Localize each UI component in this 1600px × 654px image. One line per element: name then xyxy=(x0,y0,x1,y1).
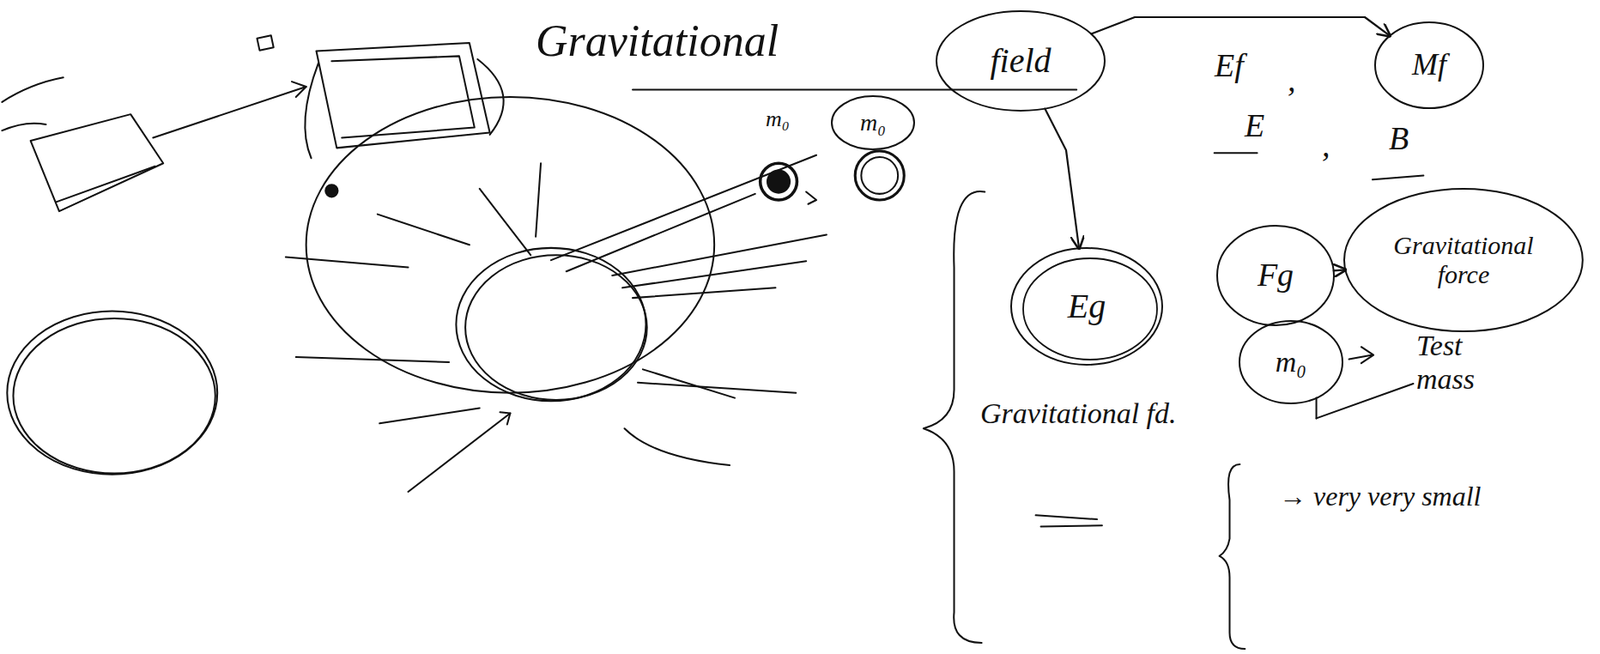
planet xyxy=(455,248,646,401)
concept-circle: Fg xyxy=(1215,224,1336,328)
arrow-connector xyxy=(1333,269,1346,271)
node-text: m₀ xyxy=(1275,345,1307,379)
underline xyxy=(1036,515,1097,520)
field-line xyxy=(377,214,470,246)
concept-circle: Gravitational force xyxy=(1342,187,1585,334)
annotation: Ef xyxy=(1214,47,1244,85)
annotation: B xyxy=(1388,120,1409,158)
circle-stroke xyxy=(1217,225,1334,326)
node-body: Gravitational force xyxy=(1381,230,1546,291)
test-mass-dot xyxy=(767,170,790,194)
pointer-head xyxy=(291,81,307,97)
circle-stroke xyxy=(1239,321,1343,404)
field-line xyxy=(632,287,776,298)
book-edge xyxy=(331,55,474,138)
node-text: Mf xyxy=(1412,47,1447,83)
circle-stroke xyxy=(831,96,915,150)
field-line xyxy=(479,188,531,255)
node-text: Fg xyxy=(1257,256,1294,295)
dot xyxy=(325,184,338,197)
earth-circle xyxy=(6,311,218,475)
field-line xyxy=(408,412,511,492)
field-line xyxy=(551,155,817,261)
field-line xyxy=(612,234,827,276)
underline xyxy=(1041,525,1103,527)
field-line xyxy=(566,193,756,272)
annotation: m₀ xyxy=(765,106,790,133)
circle-stroke xyxy=(1011,248,1163,365)
field-line xyxy=(379,408,480,425)
test-mass-dot xyxy=(760,163,798,200)
concept-circle: Eg xyxy=(1009,246,1164,367)
field-region xyxy=(306,96,716,394)
arrow-tick xyxy=(806,191,817,204)
underline xyxy=(1214,151,1258,154)
title-underline xyxy=(632,89,1077,91)
field-line xyxy=(642,369,735,398)
node-body: Fg xyxy=(1257,256,1294,295)
planet-rim xyxy=(465,254,648,400)
circle-stroke xyxy=(1023,258,1158,360)
small-square xyxy=(256,35,273,50)
book-curl xyxy=(304,63,319,159)
circle-stroke xyxy=(936,11,1105,111)
test-mass-ring xyxy=(860,157,898,194)
annotation: Gravitational fd. xyxy=(980,396,1178,431)
circle-stroke xyxy=(1344,188,1583,332)
node-text: field xyxy=(989,41,1051,81)
annotation: Test mass xyxy=(1416,328,1520,396)
node-body: m₀ xyxy=(1275,345,1307,379)
sketch-group xyxy=(1,35,1424,649)
field-line xyxy=(535,163,541,237)
circle-stroke xyxy=(1375,22,1484,109)
arrow-connector xyxy=(1090,17,1390,37)
diagram-title: Gravitational xyxy=(535,15,779,67)
field-line xyxy=(285,257,409,268)
node-text: Eg xyxy=(1067,286,1106,327)
sketch-stroke xyxy=(1,77,63,103)
curly-bracket xyxy=(923,191,985,643)
field-arrow-head xyxy=(500,412,511,425)
concept-circle: field xyxy=(934,9,1107,113)
concept-circle: m₀ xyxy=(830,94,916,152)
annotation: → very very small xyxy=(1278,480,1481,513)
small-book xyxy=(30,114,164,212)
node-body: m₀ xyxy=(860,109,886,137)
concept-circle: m₀ xyxy=(1237,319,1345,406)
underline xyxy=(1315,398,1318,419)
node-body: Eg xyxy=(1067,286,1106,327)
annotation: E xyxy=(1244,107,1265,146)
large-book xyxy=(316,42,491,148)
book-edge xyxy=(55,166,155,203)
test-mass-arrow-head xyxy=(1361,346,1374,364)
underline xyxy=(1372,175,1424,180)
field-line xyxy=(637,382,796,394)
sketch-stroke xyxy=(1,123,46,131)
annotation: , xyxy=(1287,61,1297,100)
arrow-connector xyxy=(1044,109,1079,249)
node-text: m₀ xyxy=(860,109,886,137)
field-line xyxy=(624,428,730,466)
field-line xyxy=(622,260,807,288)
pointer-line xyxy=(152,86,306,138)
node-body: field xyxy=(989,41,1051,81)
field-line xyxy=(296,357,449,363)
node-body: Mf xyxy=(1412,47,1447,83)
annotation: , xyxy=(1321,127,1331,165)
node-text: Gravitational force xyxy=(1381,230,1546,291)
test-mass-ring xyxy=(854,151,904,200)
concept-circle: Mf xyxy=(1373,20,1485,110)
curly-bracket xyxy=(1219,464,1246,649)
earth-circle xyxy=(12,318,215,474)
